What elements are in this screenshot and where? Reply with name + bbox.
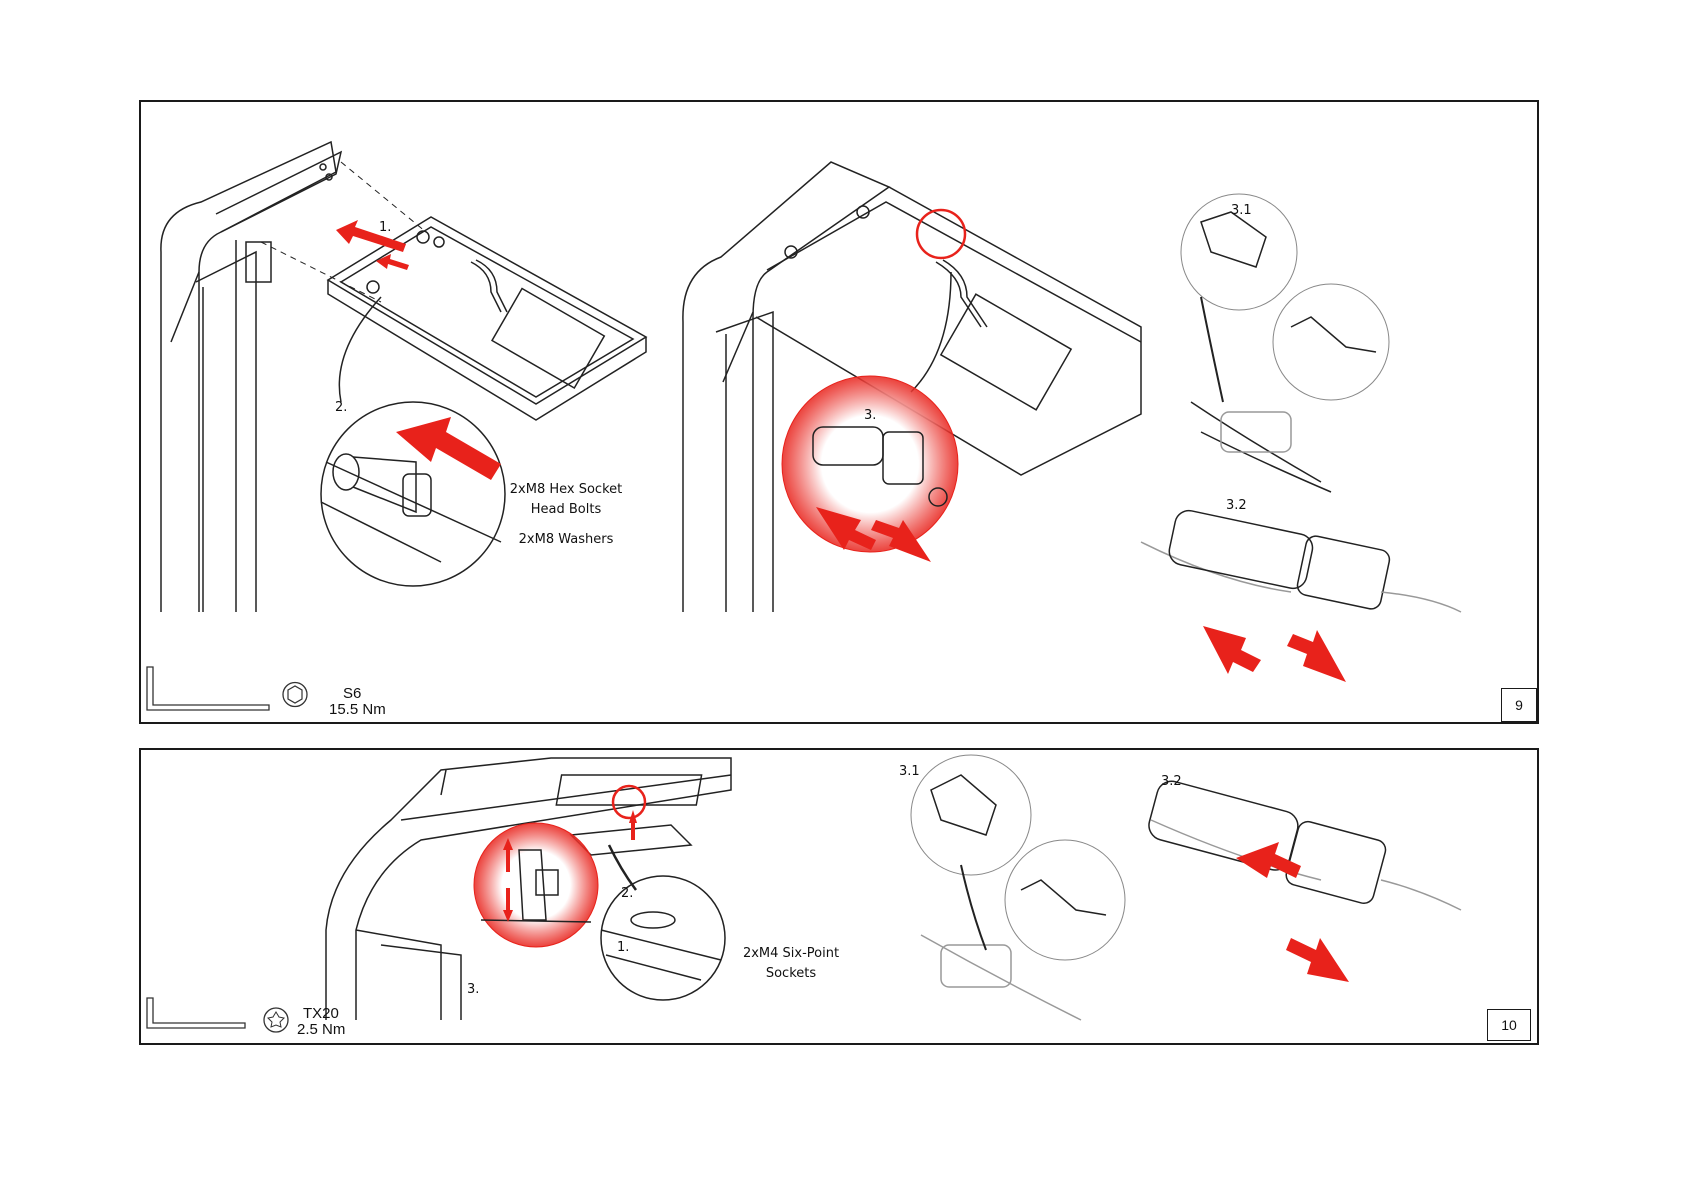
step-label-3-2: 3.2 bbox=[1226, 498, 1247, 513]
fastener-note-line2: Sockets bbox=[721, 964, 861, 984]
tool-torque: 2.5 Nm bbox=[297, 1022, 345, 1038]
frame-tray-left bbox=[328, 217, 646, 420]
step-label-2: 2. bbox=[621, 886, 633, 901]
fastener-note: 2xM4 Six-Point Sockets bbox=[721, 944, 861, 984]
detail-circle-clip bbox=[474, 823, 598, 947]
arrow-icon bbox=[1203, 626, 1261, 674]
tool-bit-size: S6 bbox=[329, 686, 386, 702]
step-10-panel: 2. 1. 3. 3.1 3.2 2xM4 Six-Point Sockets … bbox=[139, 748, 1539, 1045]
step-label-3-2: 3.2 bbox=[1161, 774, 1182, 789]
page-number: 9 bbox=[1501, 688, 1537, 722]
step-label-3: 3. bbox=[864, 408, 876, 423]
arrow-icon bbox=[1236, 842, 1301, 878]
step-10-illustration bbox=[141, 750, 1541, 1047]
arrow-icon bbox=[376, 254, 409, 270]
fastener-note-line1: 2xM4 Six-Point bbox=[721, 944, 861, 964]
connector-detail-3-2 bbox=[1141, 508, 1461, 612]
tool-spec: S6 15.5 Nm bbox=[329, 686, 386, 718]
arrow-icon bbox=[336, 220, 406, 252]
arrow-icon bbox=[396, 417, 501, 480]
step-label-3: 3. bbox=[467, 982, 479, 997]
step-9-illustration bbox=[141, 102, 1541, 726]
arrow-icon bbox=[629, 810, 637, 840]
latch-detail-3-1 bbox=[1181, 194, 1389, 492]
hex-key-icon bbox=[147, 667, 307, 710]
step-label-3-1: 3.1 bbox=[1231, 203, 1252, 218]
tool-spec: TX20 2.5 Nm bbox=[297, 1006, 345, 1038]
connector-detail-3-2 bbox=[1146, 778, 1461, 910]
latch-detail-3-1 bbox=[911, 755, 1125, 1020]
step-label-3-1: 3.1 bbox=[899, 764, 920, 779]
fastener-note: 2xM8 Hex Socket Head Bolts 2xM8 Washers bbox=[501, 480, 631, 550]
detail-circle-connector bbox=[782, 210, 965, 552]
arrow-icon bbox=[1287, 630, 1346, 682]
tool-torque: 15.5 Nm bbox=[329, 702, 386, 718]
tool-bit-size: TX20 bbox=[297, 1006, 345, 1022]
step-9-panel: 1. 2. 3. 3.1 3.2 2xM8 Hex Socket Head Bo… bbox=[139, 100, 1539, 724]
desk-leg-left bbox=[161, 142, 341, 612]
arrow-icon bbox=[1286, 938, 1349, 982]
fastener-note-line2: Head Bolts bbox=[501, 500, 631, 520]
step-label-1: 1. bbox=[379, 220, 391, 235]
fastener-note-line3: 2xM8 Washers bbox=[501, 530, 631, 550]
detail-circle-socket bbox=[601, 845, 725, 1000]
fastener-note-line1: 2xM8 Hex Socket bbox=[501, 480, 631, 500]
page-number: 10 bbox=[1487, 1009, 1531, 1041]
torx-key-icon bbox=[147, 998, 288, 1032]
step-label-1: 1. bbox=[617, 940, 629, 955]
step-label-2: 2. bbox=[335, 400, 347, 415]
